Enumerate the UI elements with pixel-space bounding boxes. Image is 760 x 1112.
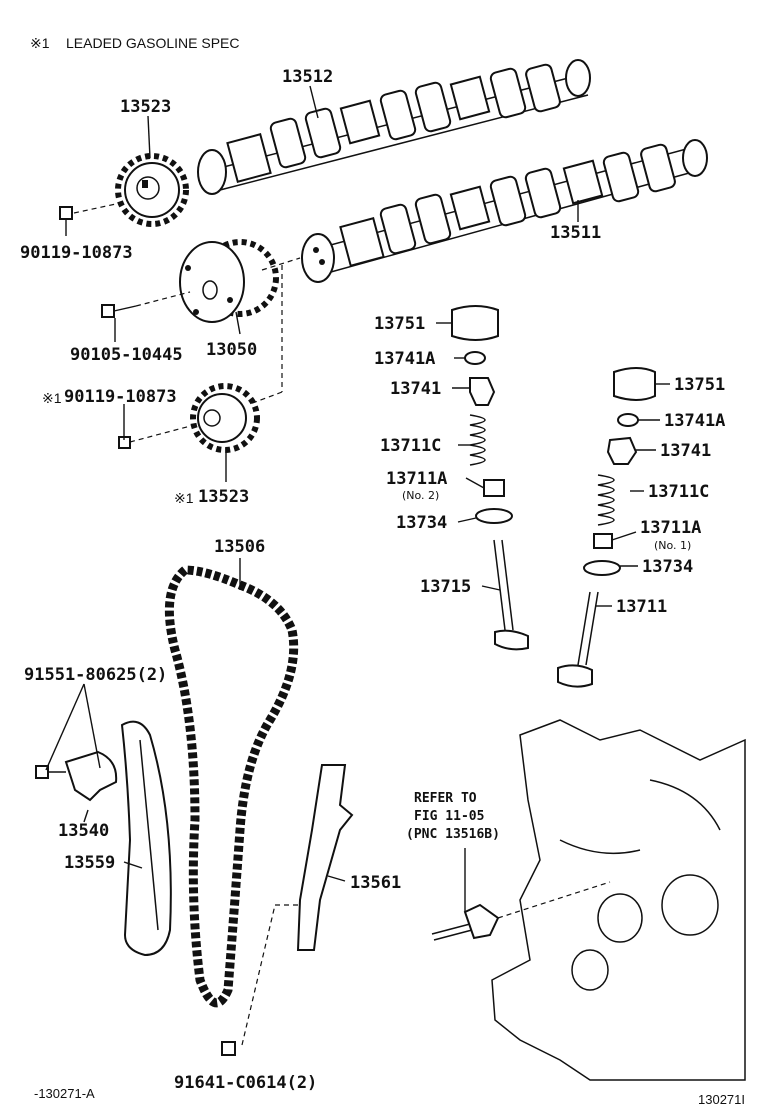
refer-line-1: REFER TO xyxy=(414,791,477,806)
label-91641-c0614: 91641-C0614(2) xyxy=(174,1073,317,1093)
label-13523-bottom: 13523 xyxy=(198,487,249,507)
bolt-90119-a xyxy=(59,201,126,220)
footer-right-code: 130271I xyxy=(698,1092,745,1107)
label-13523-bottom-mark: ※1 xyxy=(174,490,194,506)
label-90105-10445: 90105-10445 xyxy=(70,345,183,365)
bolt-91641 xyxy=(221,1041,236,1056)
label-13741a-left: 13741A xyxy=(374,349,435,369)
vvt-gear-13050 xyxy=(179,239,279,323)
label-13741a-right: 13741A xyxy=(664,411,725,431)
label-13540: 13540 xyxy=(58,821,109,841)
label-13561: 13561 xyxy=(350,873,401,893)
pin-13516b xyxy=(431,881,611,941)
bolt-90105 xyxy=(101,291,191,318)
bolt-90119-b xyxy=(118,423,199,449)
label-90119-10873-a: 90119-10873 xyxy=(20,243,133,263)
header-note-mark: ※1 xyxy=(30,35,50,51)
label-13741-right: 13741 xyxy=(660,441,711,461)
timing-chain-13506 xyxy=(164,565,299,1008)
valve-stack-left xyxy=(451,305,529,651)
label-13511: 13511 xyxy=(550,223,601,243)
label-13711c-left: 13711C xyxy=(380,436,441,456)
label-13050: 13050 xyxy=(206,340,257,360)
tensioner-13540 xyxy=(35,750,118,802)
label-90119-10873-b: 90119-10873 xyxy=(64,387,177,407)
camshaft-13511 xyxy=(301,139,708,283)
label-13523-top: 13523 xyxy=(120,97,171,117)
label-13711a-right-sub: (No. 1) xyxy=(654,539,691,552)
refer-line-2: FIG 11-05 xyxy=(414,809,484,824)
refer-line-3: (PNC 13516B) xyxy=(406,827,500,842)
label-13711: 13711 xyxy=(616,597,667,617)
leader-lines xyxy=(45,85,670,912)
label-90119-10873-b-mark: ※1 xyxy=(42,390,62,406)
label-13741-left: 13741 xyxy=(390,379,441,399)
chain-guide-13561 xyxy=(296,764,354,951)
valve-stack-right xyxy=(557,367,656,688)
header-note-text: LEADED GASOLINE SPEC xyxy=(66,35,240,51)
label-13711a-left: 13711A xyxy=(386,469,447,489)
label-13512: 13512 xyxy=(282,67,333,87)
label-91551-80625: 91551-80625(2) xyxy=(24,665,167,685)
label-13734-right: 13734 xyxy=(642,557,693,577)
label-13711a-left-sub: (No. 2) xyxy=(402,489,439,502)
label-13506: 13506 xyxy=(214,537,265,557)
label-13734-left: 13734 xyxy=(396,513,447,533)
engine-block xyxy=(491,719,746,1081)
label-13559: 13559 xyxy=(64,853,115,873)
footer-left-code: -130271-A xyxy=(34,1086,95,1101)
label-13715: 13715 xyxy=(420,577,471,597)
chain-slipper-13559 xyxy=(120,720,172,957)
label-13751-left: 13751 xyxy=(374,314,425,334)
sprocket-13523-bottom xyxy=(190,383,260,453)
label-13711a-right: 13711A xyxy=(640,518,701,538)
camshaft-13512 xyxy=(197,59,591,195)
sprocket-13523-top xyxy=(115,153,189,227)
label-13711c-right: 13711C xyxy=(648,482,709,502)
label-13751-right: 13751 xyxy=(674,375,725,395)
